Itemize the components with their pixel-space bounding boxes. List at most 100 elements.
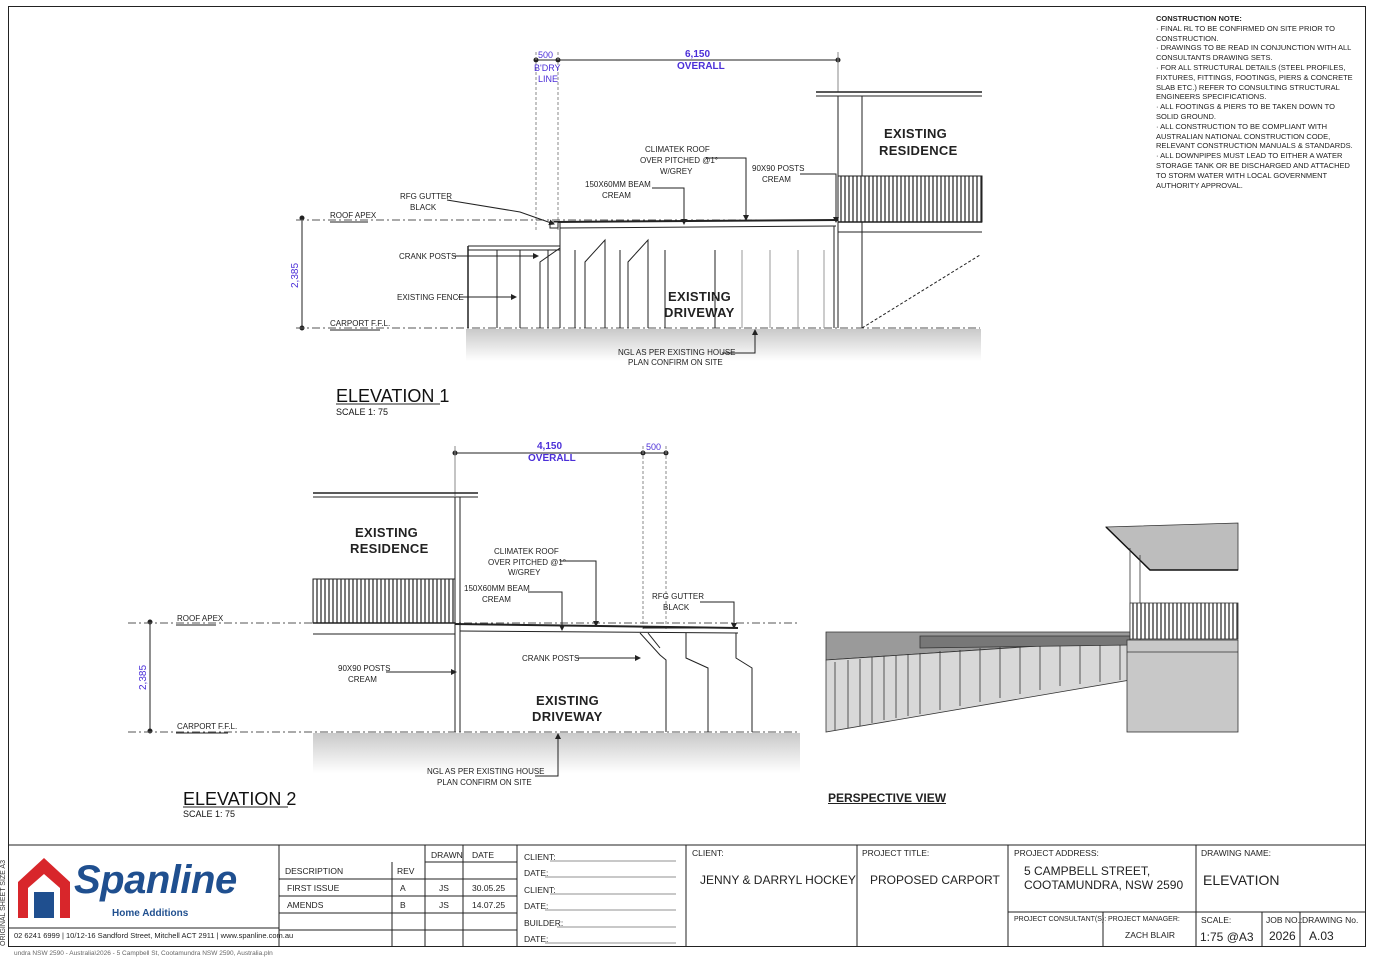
rev-row-date: 30.05.25	[472, 883, 506, 893]
e2-beam-label-2: CREAM	[482, 595, 511, 604]
signoff-date: DATE:	[524, 934, 549, 944]
rev-row-description: AMENDS	[287, 900, 324, 910]
e2-dim-height: 2,385	[138, 664, 149, 690]
e2-gutter-label-2: BLACK	[663, 603, 690, 612]
job-number: 2026	[1269, 929, 1296, 943]
rev-header-rev: REV	[397, 866, 415, 876]
e1-crank-posts: CRANK POSTS	[399, 252, 457, 261]
e1-dim-bdry: B'DRY	[534, 63, 561, 73]
rev-header-date: DATE	[472, 850, 495, 860]
e1-existing-fence: EXISTING FENCE	[397, 293, 464, 302]
e1-posts-label: 90x90 POSTS	[752, 164, 805, 173]
project-consultant-label: PROJECT CONSULTANT(S):	[1014, 916, 1107, 923]
e2-dim-500: 500	[646, 442, 662, 452]
e1-driveway-2: DRIVEWAY	[664, 305, 735, 320]
e1-ngl-label-2: PLAN CONFIRM ON SITE	[628, 358, 723, 367]
e2-driveway-2: DRIVEWAY	[532, 709, 603, 724]
project-address-label: PROJECT ADDRESS:	[1014, 848, 1099, 858]
e2-existing-residence: EXISTING	[355, 525, 419, 540]
e1-dim-bdry-line: LINE	[538, 74, 559, 84]
e2-climatek-label-2: OVER PITCHED @1°	[488, 558, 566, 567]
file-path: undra NSW 2590 - Australia\2026 - 5 Camp…	[14, 950, 273, 957]
e1-dim-height: 2,385	[290, 262, 301, 288]
elevation-1-scale: SCALE 1: 75	[336, 407, 389, 417]
e1-ngl-label: NGL AS PER EXISTING HOUSE	[618, 348, 736, 357]
elevation-1-title: ELEVATION 1	[336, 386, 450, 406]
note-item: · FOR ALL STRUCTURAL DETAILS (STEEL PROF…	[1156, 62, 1353, 102]
e2-driveway: EXISTING	[536, 693, 600, 708]
rev-row-rev: B	[400, 900, 406, 910]
rev-row-date: 14.07.25	[472, 900, 506, 910]
client-label: CLIENT:	[692, 848, 724, 858]
perspective-view-title: PERSPECTIVE VIEW	[828, 791, 947, 805]
rev-row-description: FIRST ISSUE	[287, 883, 340, 893]
e1-climatek-label-3: W/GREY	[660, 167, 693, 176]
scale-label: SCALE:	[1201, 915, 1232, 925]
elevation-2-drawing	[128, 446, 800, 808]
e1-dim-overall-label: OVERALL	[677, 61, 725, 72]
perspective-view-drawing	[825, 522, 1239, 733]
drawing-number-label: DRAWING No.	[1302, 915, 1359, 925]
e1-climatek-label-2: OVER PITCHED @1°	[640, 156, 718, 165]
job-number-label: JOB NO.:	[1266, 915, 1303, 925]
brand-name: Spanline	[74, 858, 237, 902]
sheet-size-note: ORIGINAL SHEET SIZE A3	[0, 860, 7, 946]
e1-existing-residence: EXISTING	[884, 126, 948, 141]
signoff-builder: BUILDER:	[524, 918, 564, 928]
e1-driveway: EXISTING	[668, 289, 732, 304]
project-manager-label: PROJECT MANAGER:	[1108, 916, 1180, 923]
rev-row-drawn: JS	[439, 883, 449, 893]
client-name: JENNY & DARRYL HOCKEY	[700, 873, 856, 887]
spanline-logo: Spanline Home Additions	[16, 854, 276, 922]
drawing-sheet	[8, 6, 1366, 947]
construction-notes: CONSTRUCTION NOTE: · FINAL RL TO BE CONF…	[1156, 14, 1356, 190]
drawing-name: ELEVATION	[1203, 872, 1280, 888]
e1-beam-label-2: CREAM	[602, 191, 631, 200]
scale-value: 1:75 @A3	[1200, 930, 1254, 944]
e1-climatek-label: CLIMATEK ROOF	[645, 145, 710, 154]
rev-header-description: DESCRIPTION	[285, 866, 344, 876]
company-contact: 02 6241 6999 | 10/12-16 Sandford Street,…	[14, 931, 294, 940]
e2-posts-label: 90x90 POSTS	[338, 664, 391, 673]
e2-beam-label: 150x60mm BEAM	[464, 584, 530, 593]
note-item: · ALL DOWNPIPES MUST LEAD TO EITHER A WA…	[1156, 151, 1350, 190]
elevation-2-scale: SCALE 1: 75	[183, 809, 236, 819]
elevation-2-title: ELEVATION 2	[183, 789, 297, 809]
rev-row-rev: A	[400, 883, 406, 893]
e1-existing-residence-2: RESIDENCE	[879, 143, 958, 158]
e2-gutter-label: RFG GUTTER	[652, 592, 704, 601]
e2-ngl-label: NGL AS PER EXISTING HOUSE	[427, 767, 545, 776]
brand-sub: Home Additions	[112, 908, 189, 919]
e2-dim-overall: 4,150	[537, 441, 563, 452]
e2-climatek-label: CLIMATEK ROOF	[494, 547, 559, 556]
rev-row-drawn: JS	[439, 900, 449, 910]
e1-gutter-label-2: BLACK	[410, 203, 437, 212]
note-item: · FINAL RL TO BE CONFIRMED ON SITE PRIOR…	[1156, 23, 1335, 43]
signoff-client: CLIENT:	[524, 852, 556, 862]
e1-gutter-label: RFG GUTTER	[400, 192, 452, 201]
e1-beam-label: 150x60mm BEAM	[585, 180, 651, 189]
e2-dim-overall-label: OVERALL	[528, 453, 576, 464]
e1-carport-ffl: CARPORT F.F.L.	[330, 319, 391, 328]
e1-dim-overall: 6,150	[685, 49, 711, 60]
e2-posts-label-2: CREAM	[348, 675, 377, 684]
e2-ngl-label-2: PLAN CONFIRM ON SITE	[437, 778, 532, 787]
drawing-name-label: DRAWING NAME:	[1201, 848, 1272, 858]
note-item: · ALL CONSTRUCTION TO BE COMPLIANT WITH …	[1156, 121, 1353, 151]
e1-posts-label-2: CREAM	[762, 175, 791, 184]
project-title-label: PROJECT TITLE:	[862, 848, 930, 858]
note-item: · DRAWINGS TO BE READ IN CONJUNCTION WIT…	[1156, 43, 1352, 63]
title-block-grid	[8, 844, 1366, 947]
e2-carport-ffl: CARPORT F.F.L.	[177, 722, 238, 731]
e2-crank-posts: CRANK POSTS	[522, 654, 580, 663]
note-item: · ALL FOOTINGS & PIERS TO BE TAKEN DOWN …	[1156, 102, 1335, 121]
spanline-logo-mark	[18, 858, 70, 918]
e2-climatek-label-3: W/GREY	[508, 568, 541, 577]
signoff-date: DATE:	[524, 901, 549, 911]
project-manager: ZACH BLAIR	[1125, 930, 1176, 940]
e1-roof-apex: ROOF APEX	[330, 211, 377, 220]
notes-heading: CONSTRUCTION NOTE:	[1156, 14, 1242, 23]
e1-dim-500: 500	[538, 50, 554, 60]
drawing-number: A.03	[1309, 929, 1334, 943]
